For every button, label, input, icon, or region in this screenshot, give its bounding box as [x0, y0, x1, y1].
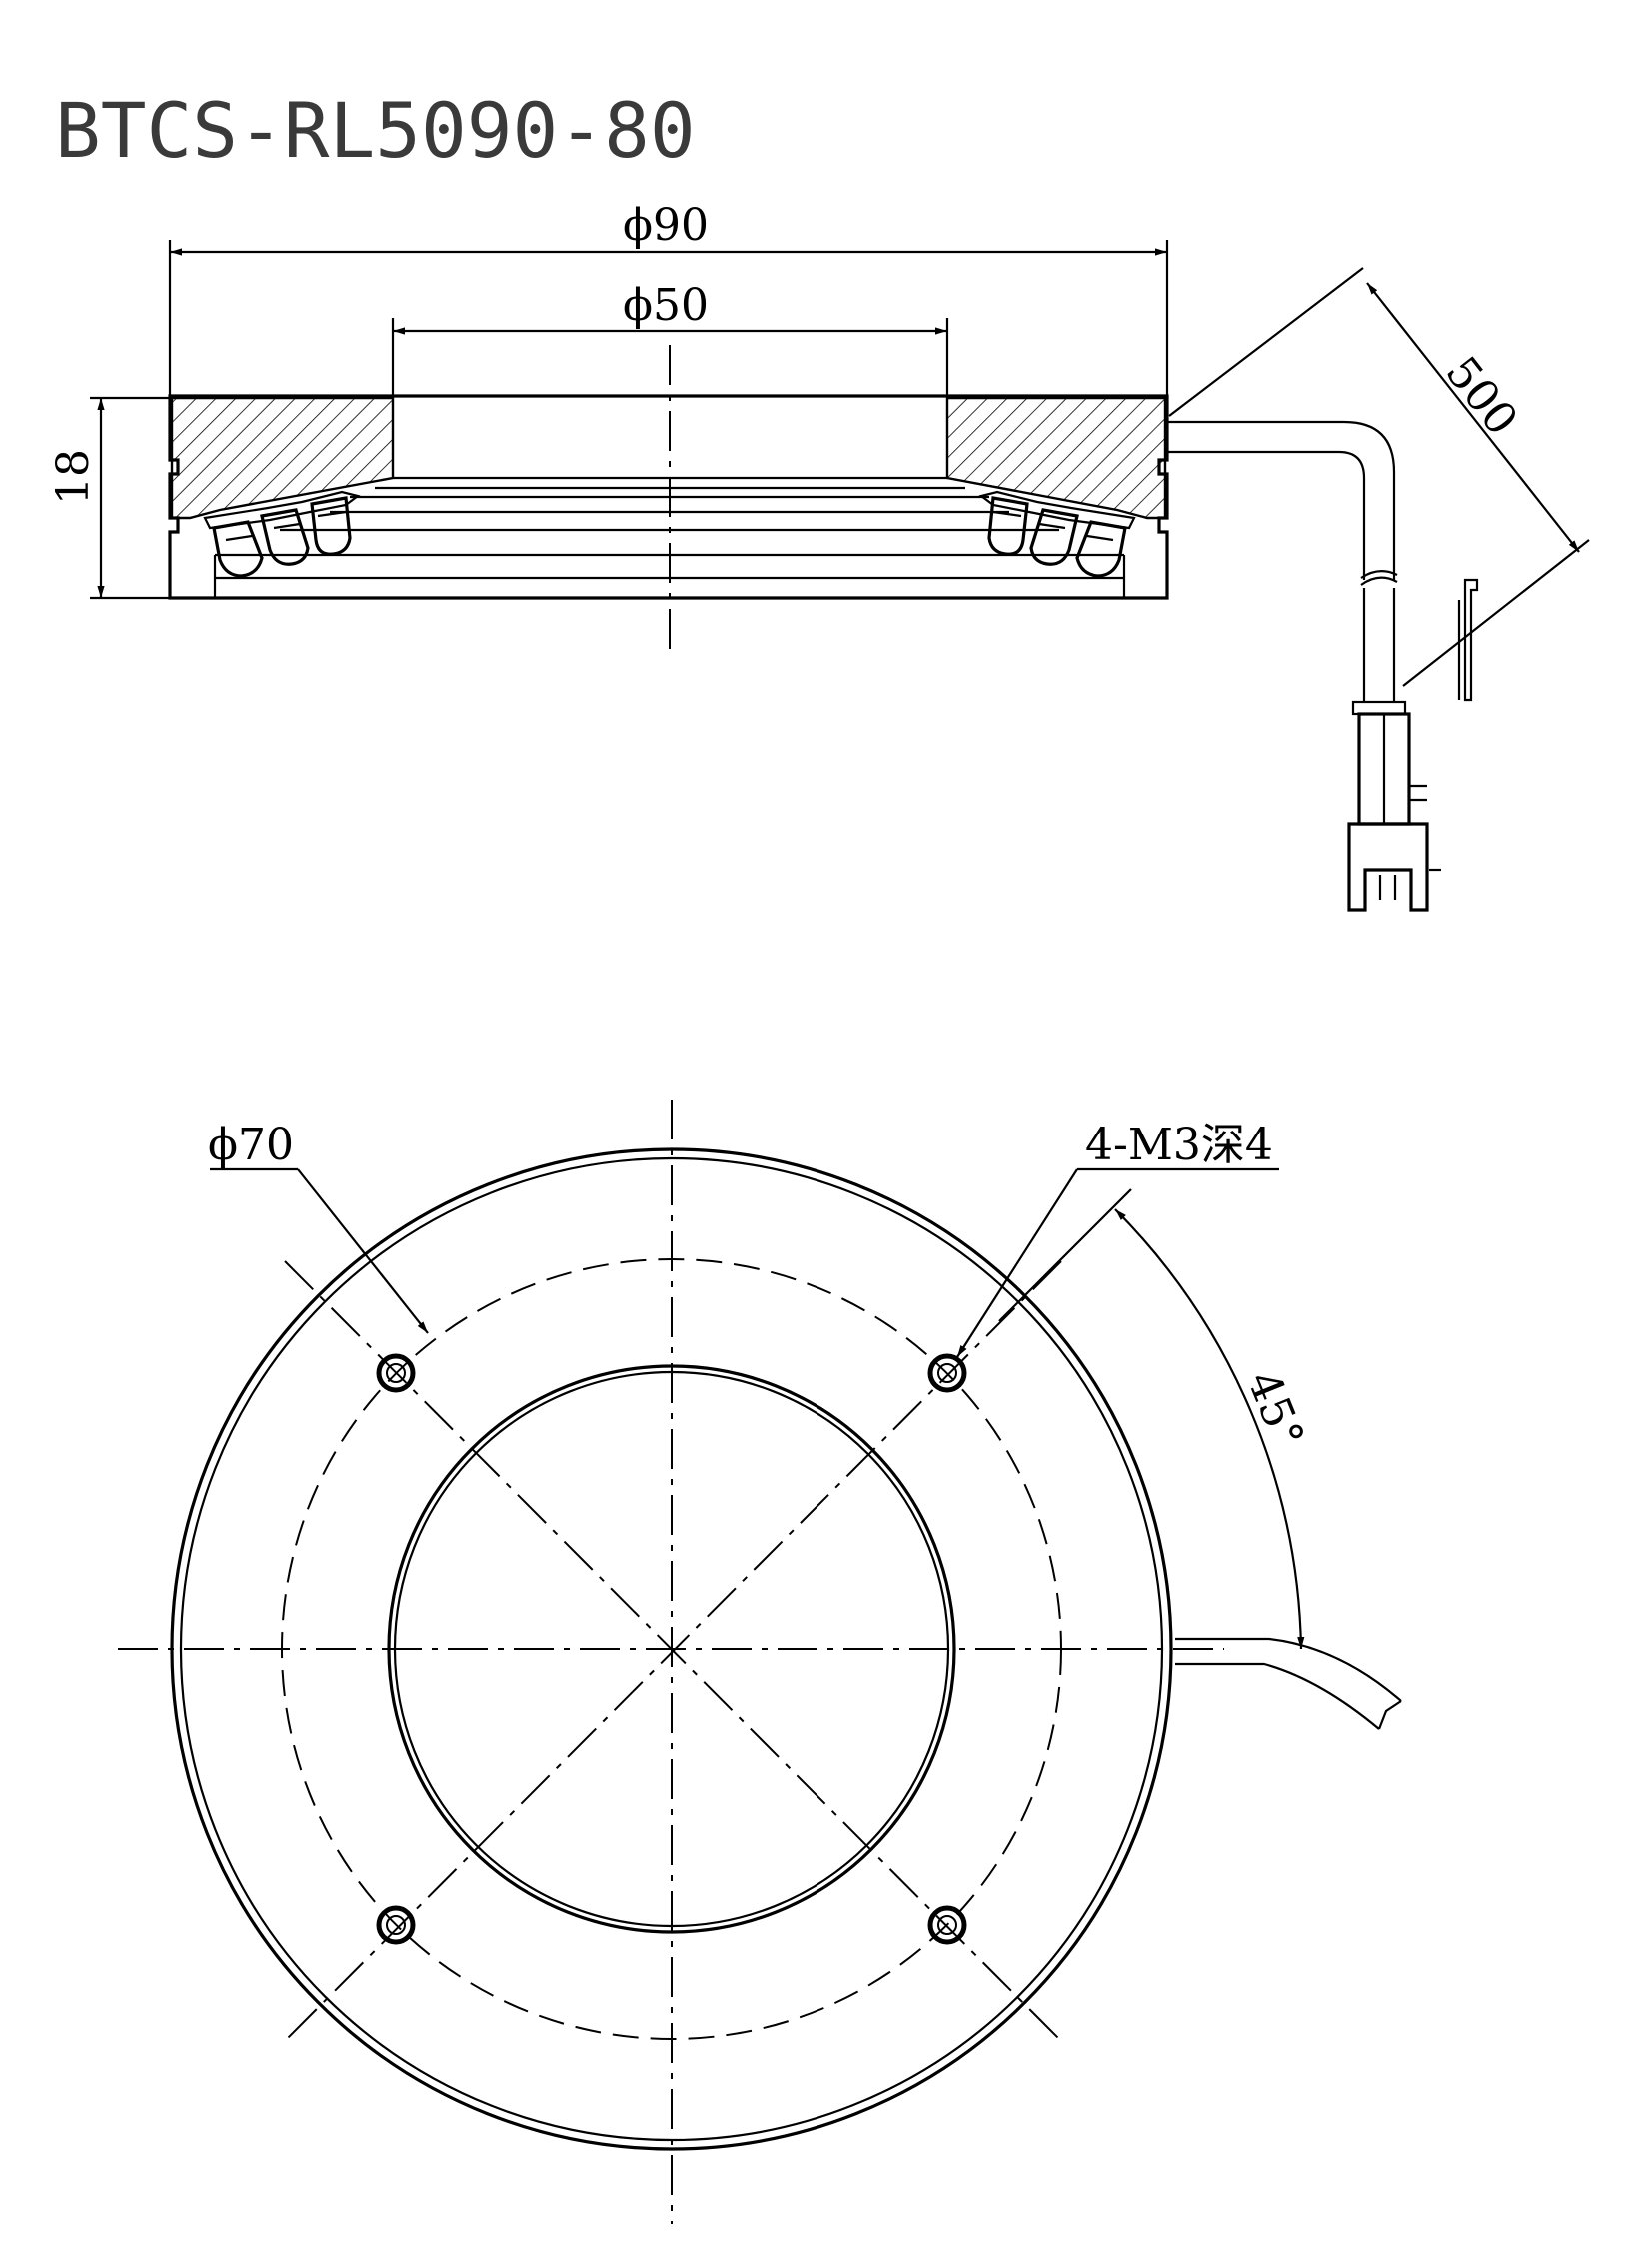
mounting-hole: [376, 1905, 416, 1945]
left-section-hatch: [170, 396, 395, 520]
side-view: ϕ90 ϕ50 18: [48, 200, 1590, 912]
angle-label: 45°: [1237, 1364, 1314, 1455]
front-view: ϕ70 4-M3深4 45°: [118, 1100, 1402, 2224]
right-led-group: [978, 490, 1136, 578]
led-icon: [1029, 508, 1079, 566]
led-icon: [310, 496, 352, 556]
connector-icon: [1347, 578, 1479, 912]
cable-length-label: 500: [1435, 347, 1527, 445]
bolt-circle-callout: ϕ70: [208, 1120, 429, 1334]
outer-diameter-label: ϕ90: [623, 200, 709, 251]
inner-aperture-circle: [387, 1364, 956, 1934]
outer-diameter-dimension: ϕ90: [168, 200, 1169, 395]
inner-diameter-dimension: ϕ50: [391, 280, 949, 395]
cable-length-dimension: 500: [1168, 267, 1590, 687]
inner-diameter-label: ϕ50: [623, 280, 709, 331]
mounting-hole: [927, 1905, 967, 1945]
diagonal-center-line: [284, 1260, 1062, 2042]
bolt-circle-label: ϕ70: [208, 1120, 294, 1170]
led-icon: [987, 496, 1029, 556]
mounting-hole: [376, 1353, 416, 1393]
height-label: 18: [48, 449, 99, 505]
front-cable: [1175, 1637, 1402, 1730]
led-icon: [212, 520, 264, 578]
led-icon: [1075, 520, 1127, 578]
right-section-hatch: [945, 396, 1167, 520]
led-icon: [260, 508, 310, 566]
outer-ring-circle: [170, 1147, 1173, 2151]
mounting-hole-callout: 4-M3深4: [956, 1120, 1279, 1358]
bolt-circle: [281, 1258, 1062, 2040]
height-dimension: 18: [48, 396, 170, 600]
mounting-hole: [927, 1353, 967, 1393]
mounting-hole-label: 4-M3深4: [1085, 1120, 1273, 1170]
drawing-title: BTCS-RL5090-80: [55, 86, 696, 175]
cable: [1167, 420, 1398, 702]
left-led-group: [203, 490, 361, 578]
